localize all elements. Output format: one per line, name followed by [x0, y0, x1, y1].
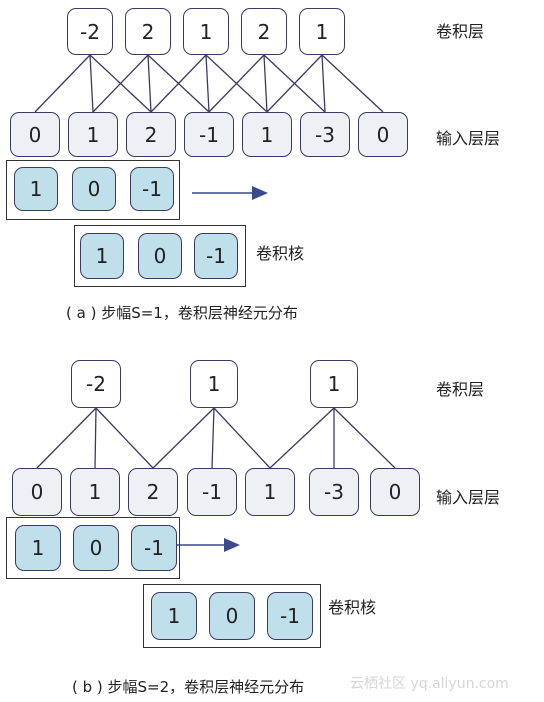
conv-node-a-4: 2 — [241, 8, 287, 55]
kernel-cell-a-s2: 0 — [138, 233, 182, 279]
label-input-layer-a: 输入层层 — [436, 129, 501, 148]
conv-node-a-1: -2 — [67, 8, 113, 55]
label-kernel-a: 卷积核 — [256, 244, 305, 263]
caption-a: ( a ) 步幅S=1，卷积层神经元分布 — [66, 304, 298, 322]
input-node-b-6: -3 — [309, 468, 359, 516]
conv-node-b-3: 1 — [310, 360, 358, 408]
conv-node-b-1: -2 — [71, 360, 121, 408]
kernel-window-b — [6, 517, 180, 579]
conv-node-a-5: 1 — [299, 8, 345, 55]
kernel-cell-b-2: 0 — [73, 525, 119, 571]
conv-node-b-2: 1 — [190, 360, 238, 408]
conv-node-a-2: 2 — [125, 8, 171, 55]
label-conv-layer-a: 卷积层 — [436, 22, 485, 41]
input-node-a-4: -1 — [184, 112, 234, 157]
input-node-a-5: 1 — [242, 112, 292, 157]
kernel-cell-a-s3: -1 — [194, 233, 238, 279]
watermark: 云栖社区 yq.aliyun.com — [350, 676, 509, 692]
kernel-cell-a-s1: 1 — [80, 233, 124, 279]
kernel-box-b — [143, 584, 321, 648]
kernel-cell-a-1: 1 — [14, 167, 58, 211]
label-conv-layer-b: 卷积层 — [436, 380, 485, 399]
label-input-layer-b: 输入层层 — [436, 488, 501, 507]
input-node-b-4: -1 — [187, 468, 237, 516]
input-node-b-3: 2 — [128, 468, 178, 516]
input-node-b-1: 0 — [12, 468, 62, 516]
kernel-cell-a-2: 0 — [72, 167, 116, 211]
label-kernel-b: 卷积核 — [328, 598, 377, 617]
kernel-cell-b-s2: 0 — [209, 592, 255, 640]
kernel-cell-b-3: -1 — [131, 525, 177, 571]
input-node-b-5: 1 — [245, 468, 295, 516]
kernel-window-a — [6, 160, 180, 220]
input-node-a-1: 0 — [10, 112, 60, 157]
kernel-box-a — [74, 225, 246, 287]
kernel-cell-a-3: -1 — [130, 167, 174, 211]
input-node-a-3: 2 — [126, 112, 176, 157]
input-node-a-7: 0 — [358, 112, 408, 157]
kernel-cell-b-1: 1 — [15, 525, 61, 571]
input-node-a-2: 1 — [68, 112, 118, 157]
kernel-cell-b-s1: 1 — [151, 592, 197, 640]
input-node-b-2: 1 — [70, 468, 120, 516]
input-node-a-6: -3 — [300, 112, 350, 157]
kernel-cell-b-s3: -1 — [267, 592, 313, 640]
conv-node-a-3: 1 — [183, 8, 229, 55]
input-node-b-7: 0 — [370, 468, 420, 516]
caption-b: ( b ) 步幅S=2，卷积层神经元分布 — [72, 678, 305, 696]
